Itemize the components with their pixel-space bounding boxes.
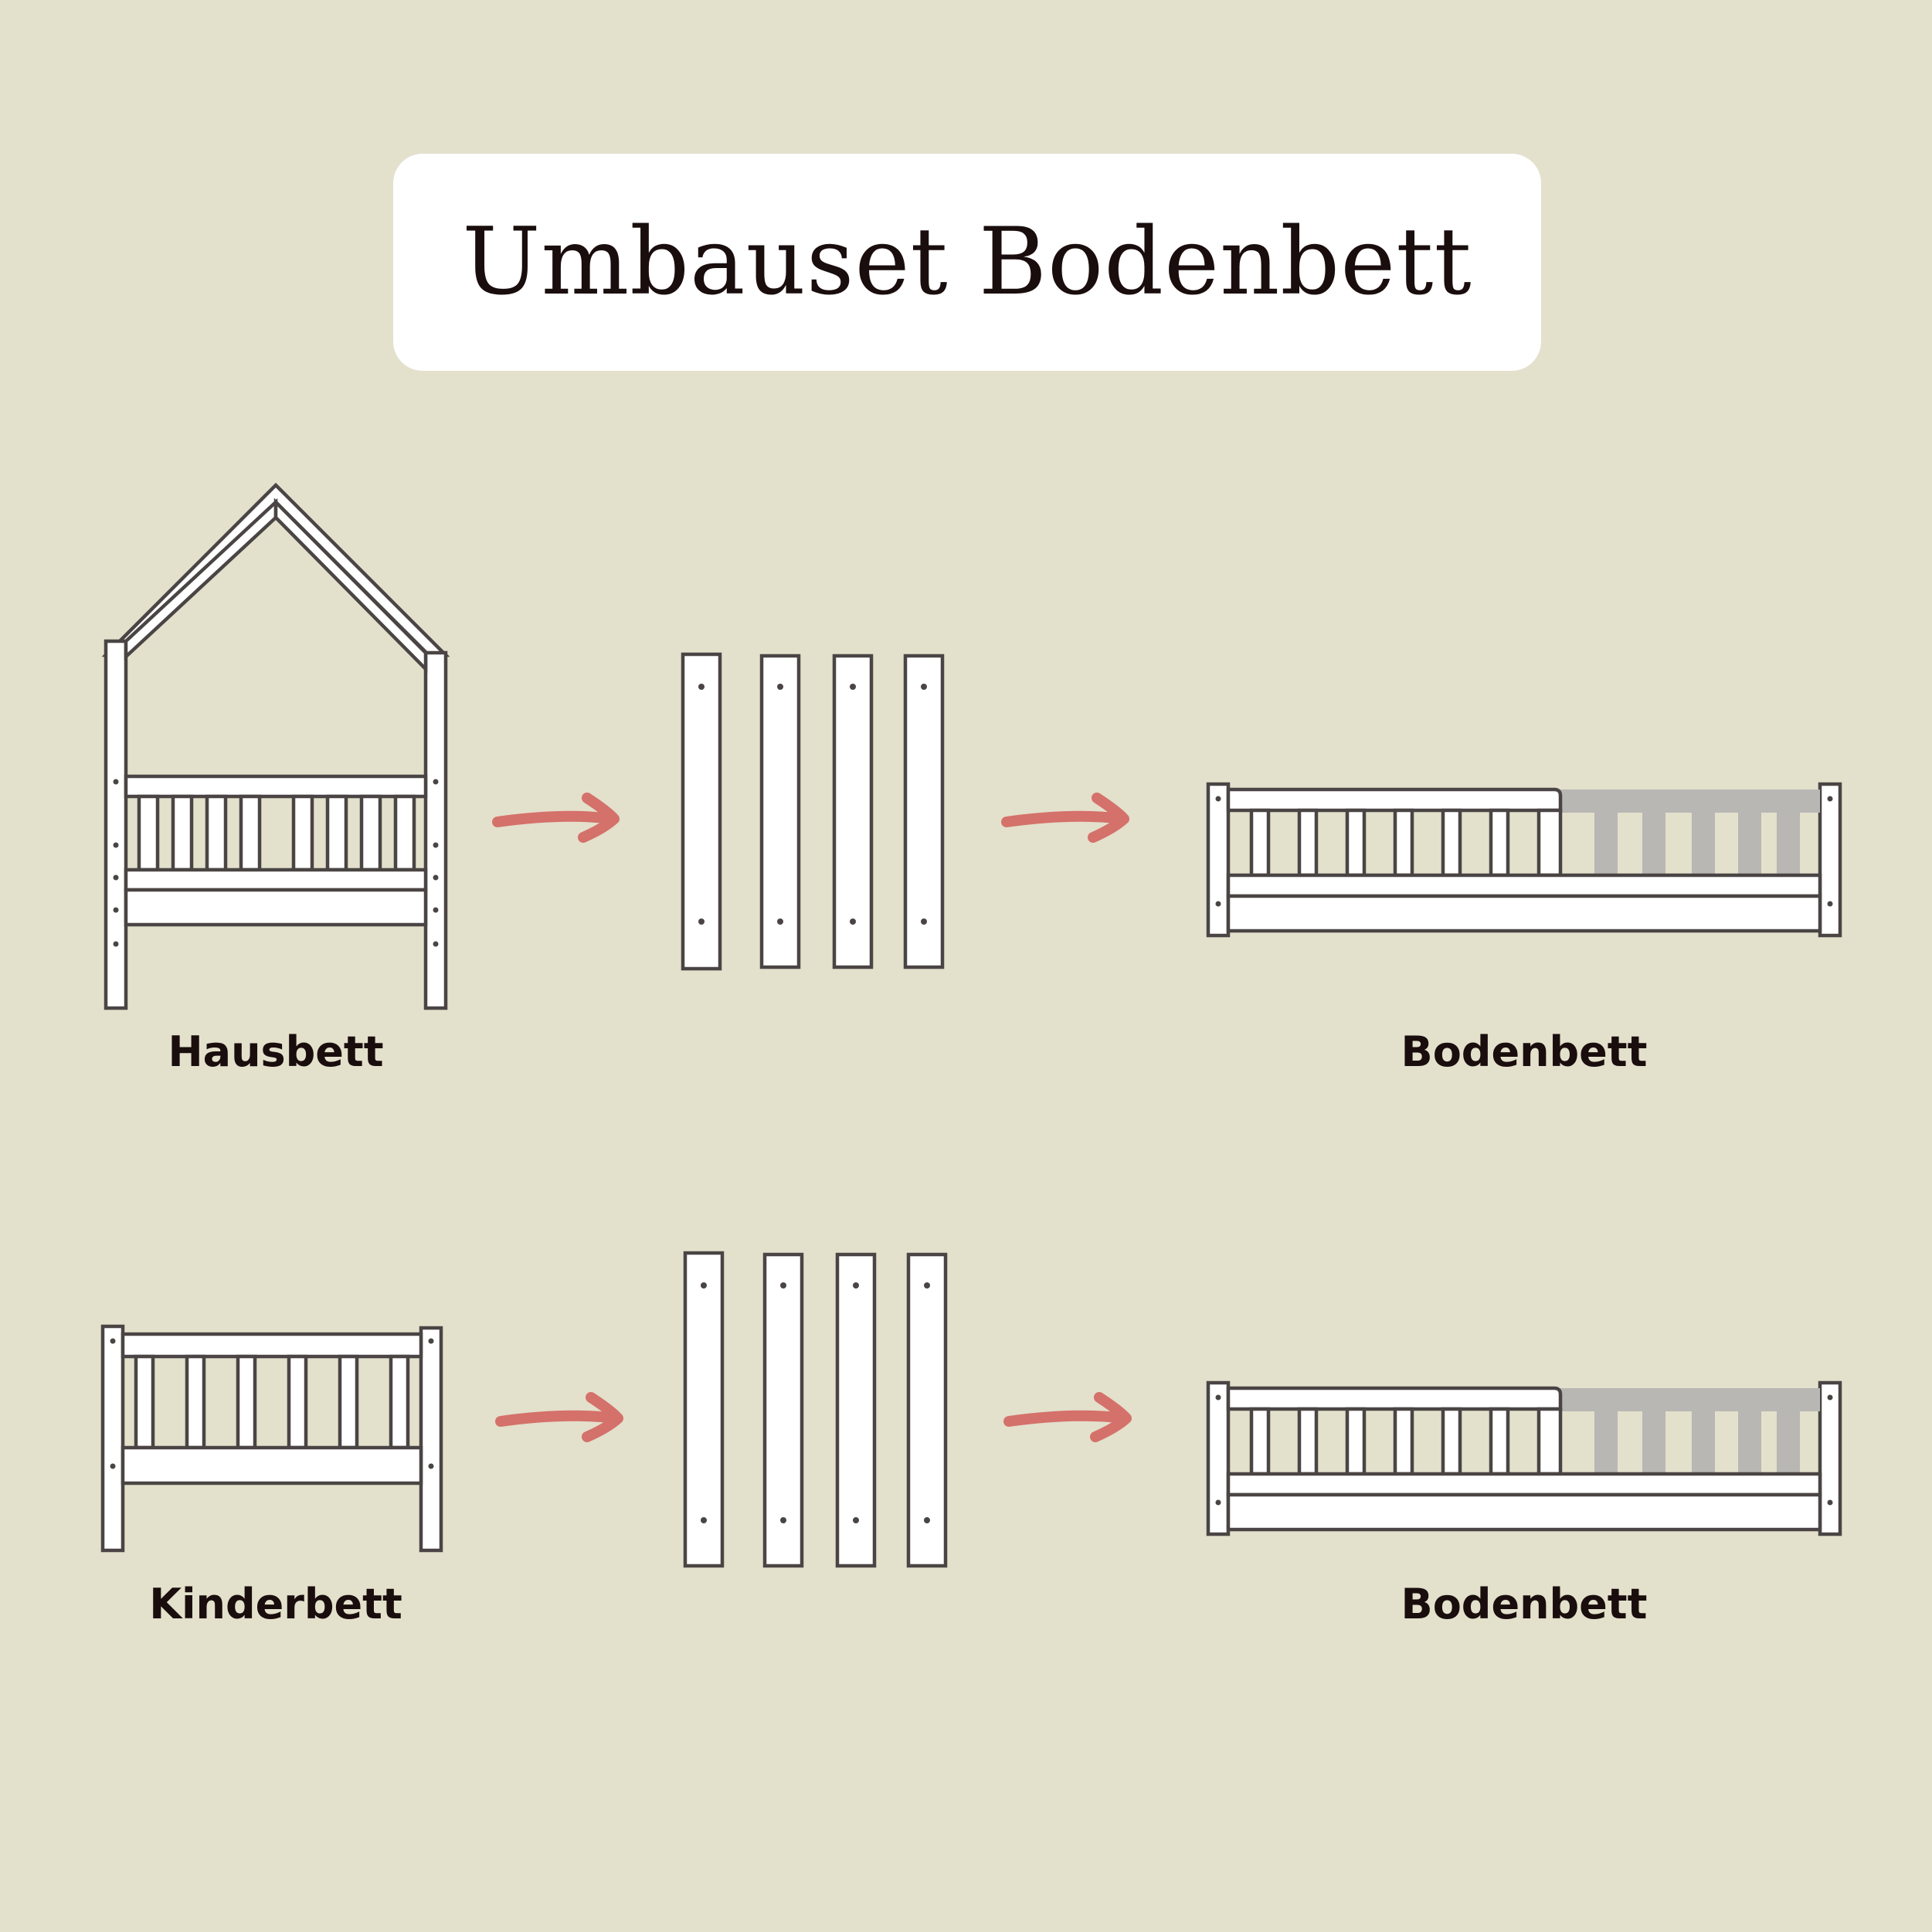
arrow-icon bbox=[492, 793, 620, 843]
label-kinderbett: Kinderbett bbox=[149, 1580, 402, 1628]
house-bed-illustration bbox=[101, 482, 450, 1010]
arrow-icon bbox=[1001, 793, 1129, 843]
floor-bed-illustration bbox=[1206, 782, 1842, 938]
label-hausbett: Hausbett bbox=[168, 1027, 384, 1076]
label-bodenbett: Bodenbett bbox=[1401, 1580, 1648, 1628]
arrow-icon bbox=[495, 1392, 623, 1442]
arrow-icon bbox=[1003, 1392, 1132, 1442]
label-bodenbett: Bodenbett bbox=[1401, 1027, 1648, 1076]
floor-bed-illustration bbox=[1206, 1380, 1842, 1536]
child-bed-illustration bbox=[100, 1324, 443, 1553]
page-title: Umbauset Bodenbett bbox=[462, 209, 1472, 316]
short-posts-set bbox=[681, 652, 945, 971]
long-posts-set bbox=[683, 1251, 948, 1568]
title-card: Umbauset Bodenbett bbox=[393, 154, 1541, 371]
